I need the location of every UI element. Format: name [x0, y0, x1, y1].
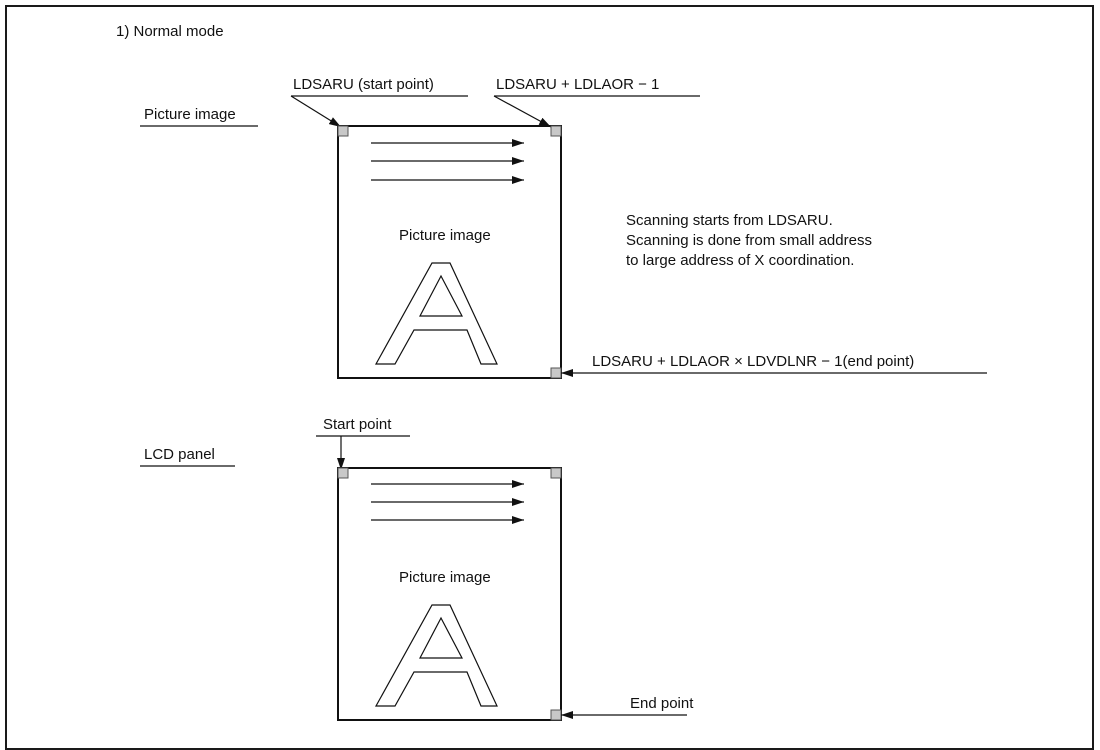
lcd-panel-box	[338, 468, 561, 720]
description-line-3: to large address of X coordination.	[626, 252, 854, 270]
top-right-address-label: LDSARU + LDLAOR − 1	[496, 76, 659, 94]
outline-letter-a	[376, 263, 497, 364]
end-corner-marker	[551, 368, 561, 378]
top-right-corner-marker	[551, 126, 561, 136]
lcd-start-corner-marker	[338, 468, 348, 478]
description-line-2: Scanning is done from small address	[626, 232, 872, 250]
start-pointer-arrow	[291, 96, 341, 127]
picture-image-inner-label: Picture image	[399, 227, 491, 245]
picture-image-box	[338, 126, 561, 378]
lcd-panel-section-label: LCD panel	[144, 446, 215, 464]
top-right-pointer-arrow	[494, 96, 551, 127]
lcd-top-right-corner-marker	[551, 468, 561, 478]
start-point-label: LDSARU (start point)	[293, 76, 434, 94]
lcd-outline-letter-a	[376, 605, 497, 706]
start-corner-marker	[338, 126, 348, 136]
lcd-end-point-label: End point	[630, 695, 693, 713]
description-line-1: Scanning starts from LDSARU.	[626, 212, 833, 230]
lcd-start-point-label: Start point	[323, 416, 391, 434]
lcd-picture-image-inner-label: Picture image	[399, 569, 491, 587]
lcd-end-corner-marker	[551, 710, 561, 720]
section-heading: 1) Normal mode	[116, 23, 224, 41]
end-point-label: LDSARU + LDLAOR × LDVDLNR − 1(end point)	[592, 353, 914, 371]
picture-image-section-label: Picture image	[144, 106, 236, 124]
